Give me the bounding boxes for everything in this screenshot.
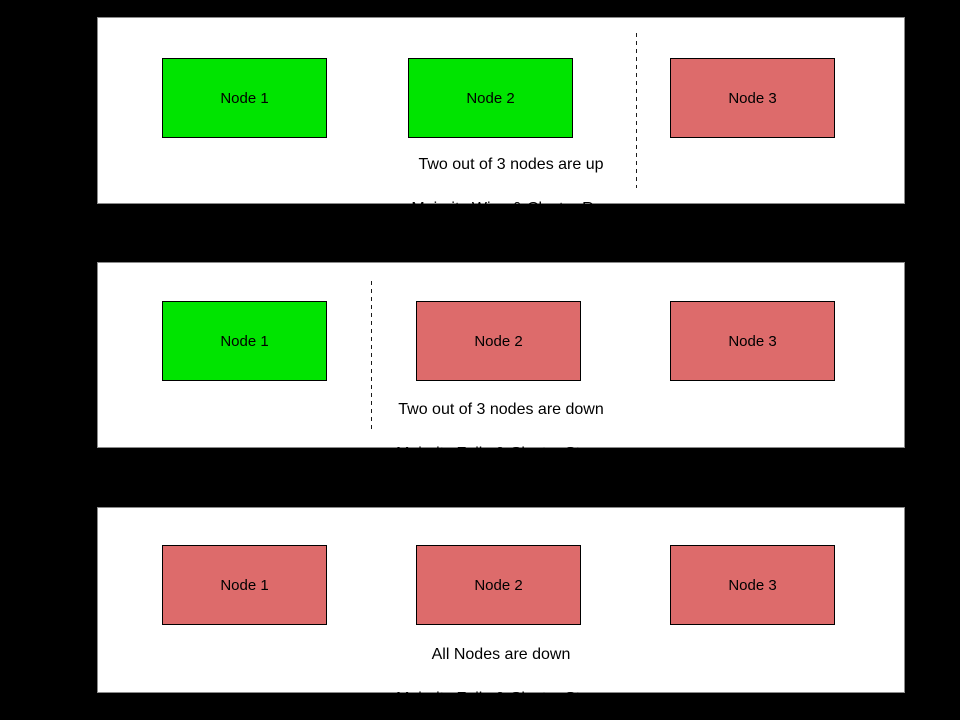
node-box-2: Node 2 — [416, 301, 581, 381]
node-label: Node 1 — [220, 332, 269, 350]
node-label: Node 2 — [474, 576, 523, 594]
panel-caption: Two out of 3 nodes are up , Majority Win… — [108, 154, 914, 220]
node-label: Node 1 — [220, 576, 269, 594]
node-box-3: Node 3 — [670, 58, 835, 138]
node-box-2: Node 2 — [416, 545, 581, 625]
node-label: Node 3 — [728, 576, 777, 594]
node-label: Node 1 — [220, 89, 269, 107]
node-box-1: Node 1 — [162, 545, 327, 625]
node-label: Node 2 — [474, 332, 523, 350]
caption-line-2: Majority Fails & Cluster Stops — [396, 445, 606, 462]
node-label: Node 3 — [728, 332, 777, 350]
node-box-3: Node 3 — [670, 301, 835, 381]
caption-line-2: , Majority Wins & Cluster Runs — [402, 200, 620, 217]
caption-line-1: Two out of 3 nodes are up — [418, 156, 604, 173]
node-box-1: Node 1 — [162, 301, 327, 381]
network-partition-dashed-line — [371, 281, 372, 433]
caption-line-1: Two out of 3 nodes are down — [398, 401, 604, 418]
scenario-panel-all-down: Node 1 Node 2 Node 3 All Nodes are down … — [97, 507, 905, 707]
node-box-2: Node 2 — [408, 58, 573, 138]
node-box-1: Node 1 — [162, 58, 327, 138]
node-label: Node 2 — [466, 89, 515, 107]
node-box-3: Node 3 — [670, 545, 835, 625]
panel-caption: Two out of 3 nodes are down Majority Fai… — [98, 399, 904, 465]
panel-caption: All Nodes are down Majority Fails & Clus… — [98, 644, 904, 710]
caption-line-1: All Nodes are down — [431, 646, 571, 663]
network-partition-dashed-line — [636, 33, 637, 188]
node-label: Node 3 — [728, 89, 777, 107]
caption-line-2: Majority Fails & Cluster Stops — [396, 690, 606, 707]
scenario-panel-two-down: Node 1 Node 2 Node 3 Two out of 3 nodes … — [97, 262, 905, 462]
scenario-panel-two-up: Node 1 Node 2 Node 3 Two out of 3 nodes … — [97, 17, 905, 217]
